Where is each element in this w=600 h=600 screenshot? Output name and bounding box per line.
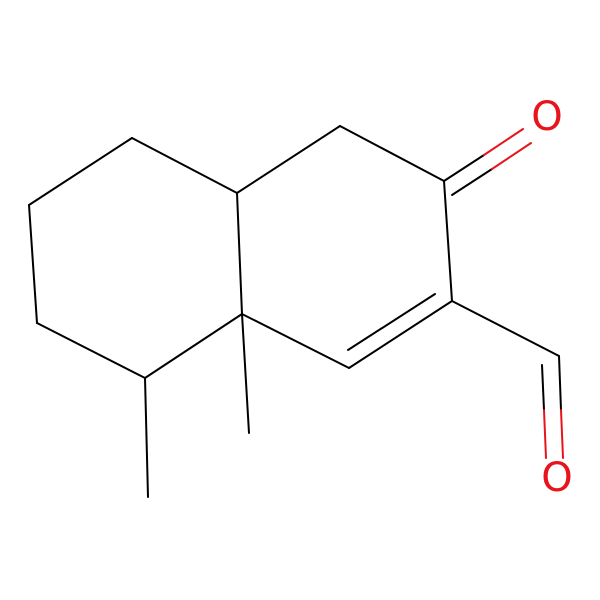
atom-labels: O O	[531, 94, 572, 501]
bond-ring-a-1	[28, 137, 133, 206]
bond-aldehyde-o-b	[543, 409, 547, 459]
bond-ring-a-5	[131, 137, 238, 194]
bond-ketone-c	[443, 154, 485, 182]
bond-aldehyde-co-b	[541, 364, 545, 411]
bond-methyl-angular	[241, 313, 250, 434]
ketone-oxygen-label: O	[531, 94, 562, 140]
bond-ring-b-1	[236, 125, 341, 194]
bond-aldehyde-c	[451, 300, 560, 357]
bond-ketone-c-2	[451, 168, 493, 196]
bond-ketone-o	[483, 128, 524, 156]
bond-aldehyde-co-a	[558, 355, 562, 411]
bond-ring-b-double-outer	[348, 300, 453, 369]
bond-ring-fusion	[236, 192, 243, 315]
bond-ring-a-3	[36, 322, 146, 379]
bond-ring-b-double-inner	[347, 293, 436, 351]
bond-aldehyde-o-a	[560, 409, 564, 459]
bond-ring-b-3	[443, 180, 453, 302]
bond-lines	[28, 125, 564, 498]
bond-ring-a-2	[28, 204, 38, 324]
bond-ring-b-4	[241, 313, 350, 369]
bond-methyl-ring	[144, 377, 149, 498]
aldehyde-oxygen-label: O	[541, 455, 572, 501]
bond-ring-b-2	[339, 125, 445, 182]
bond-ring-a-4	[144, 313, 243, 379]
bond-ketone-o-2	[491, 142, 532, 170]
